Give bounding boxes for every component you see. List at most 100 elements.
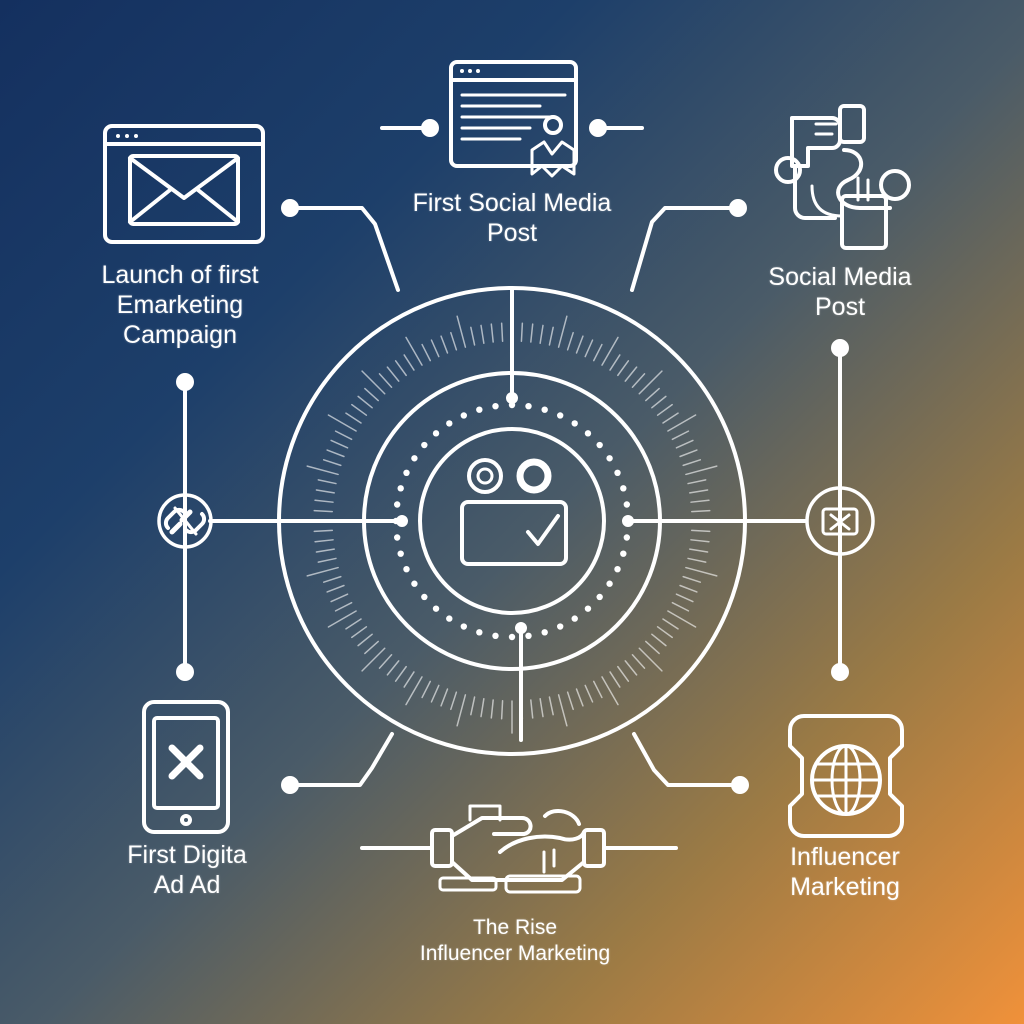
ring-ticks [299,308,725,734]
ring-tick [687,557,707,563]
label-social-media-post: Social Media Post [768,263,912,321]
ring-tick [313,529,333,533]
ring-tick [361,370,386,395]
ring-tick [566,331,574,351]
ring-tick [624,366,638,382]
ring-tick [592,343,603,362]
ring-dot [606,580,613,587]
ring-tick [617,360,630,377]
ring-tick [691,509,711,513]
ring-tick [456,315,467,348]
ring-tick [690,499,710,503]
ring-dot [606,455,613,462]
ring-tick [470,326,476,346]
ring-tick [675,593,694,603]
label-email-campaign: Launch of first Emarketing Campaign [101,261,259,349]
ring-tick [575,335,584,354]
ring-tick [351,403,368,416]
ring-tick [645,640,660,655]
ring-tick [440,335,449,354]
ring-tick [584,339,594,358]
ring-tick [656,626,673,639]
ring-tick [322,575,342,583]
ring-tick [327,414,357,432]
ring-tick [317,479,337,485]
ring-tick [557,315,568,348]
label-influencer-marketing: Influencer Marketing [790,843,900,901]
ring-dot [411,580,418,587]
ring-dot [525,632,532,640]
ring-dot [393,534,401,541]
ring-dot [614,565,621,573]
ring-tick [334,430,353,441]
ring-tick [421,680,432,699]
ring-dot [421,441,428,449]
ring-tick [682,575,702,583]
ring-tick [651,395,667,409]
ring-tick [394,360,407,377]
ring-tick [490,699,494,719]
ring-dot [411,455,418,462]
ring-tick [638,647,663,672]
ring-tick [689,489,709,494]
ring-dot [476,629,483,636]
ring-tick [566,691,574,711]
ring-tick [357,395,373,409]
ring-tick [386,660,400,676]
ring-dot [541,406,548,413]
ring-tick [631,373,646,388]
ring-tick [364,387,379,402]
label-rise-influencer-marketing: The Rise Influencer Marketing [419,916,611,965]
ring-tick [364,640,379,655]
ring-tick [617,665,630,682]
ring-tick [421,343,432,362]
ring-tick [327,610,357,628]
ring-dot [614,469,621,477]
ring-tick [609,354,621,371]
ring-tick [671,601,690,612]
ring-tick [314,499,334,503]
ring-dot [397,550,404,557]
label-first-digital-ad: First Digita Ad Ad [127,841,247,899]
ring-tick [386,366,400,382]
ring-tick [651,633,667,647]
ring-tick [306,566,339,577]
ring-tick [480,324,485,344]
ring-tick [584,684,594,703]
ring-tick [330,593,349,603]
spoke-dot-left [396,515,408,527]
ring-tick [631,654,646,669]
ring-tick [624,660,638,676]
ring-tick [530,699,534,719]
browser-post-icon [449,60,578,178]
connector-influencer [632,732,742,787]
ring-dot [393,501,401,508]
ring-dot [620,485,627,492]
ring-tick [450,331,458,351]
ring-dot [596,593,603,601]
ring-tick [601,336,619,366]
ring-tick [671,430,690,441]
ring-dot [476,406,483,413]
ring-tick [306,465,339,476]
ring-tick [682,459,702,467]
ring-dot [492,402,499,410]
ring-dot [584,605,592,612]
ring-tick [405,336,423,366]
connector-email [288,206,400,292]
ring-tick [685,566,718,577]
spoke-dot-right [622,515,634,527]
ring-tick [322,459,342,467]
ring-tick [679,584,698,593]
ring-tick [430,339,440,358]
ring-tick [601,676,619,706]
ring-tick [313,509,333,513]
ring-tick [334,601,353,612]
ring-tick [326,584,345,593]
ring-tick [450,691,458,711]
ring-tick [687,479,707,485]
ring-tick [361,647,386,672]
ring-dot [584,430,592,437]
ring-tick [326,449,345,458]
ring-tick [456,694,467,727]
